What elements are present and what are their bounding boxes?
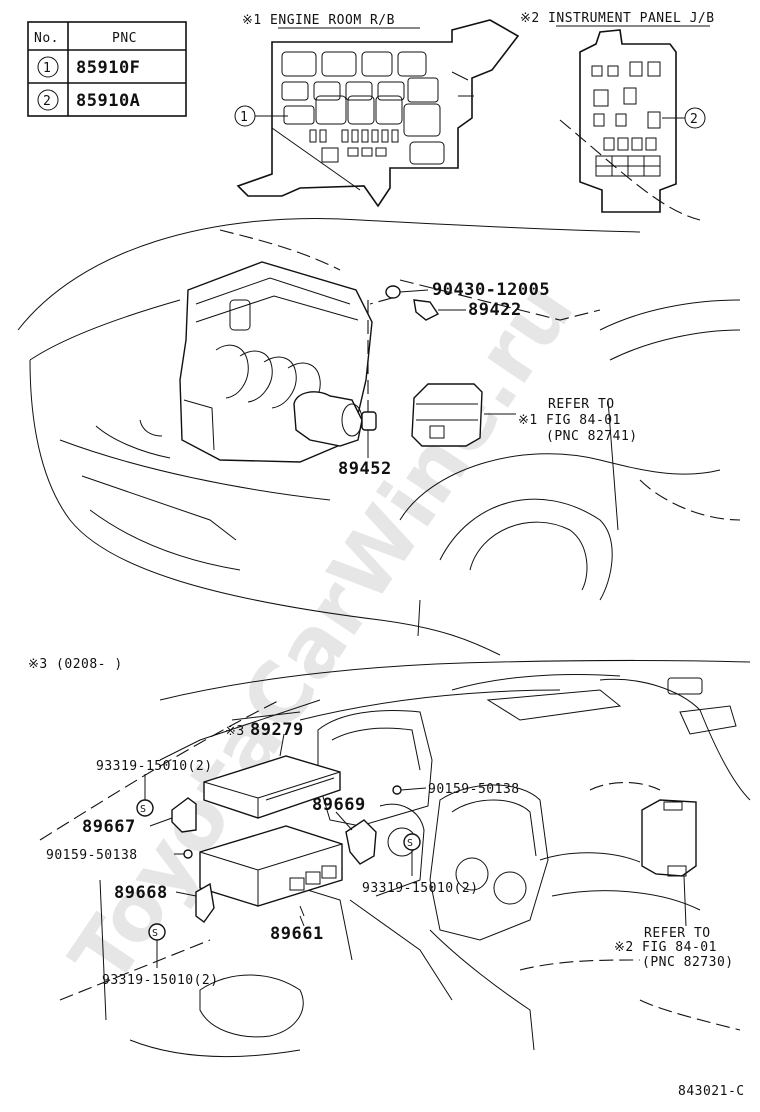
part-90159-50138-right: 90159-50138 xyxy=(428,782,520,797)
table-row-1-no: 1 xyxy=(43,61,51,76)
pnc-table: No. PNC 1 85910F 2 85910A xyxy=(27,21,187,117)
engine-room-relay-block-inset: ※1 ENGINE ROOM R/B 1 xyxy=(234,13,520,208)
part-89669: 89669 xyxy=(312,795,366,815)
part-90430-12005: 90430-12005 xyxy=(432,280,550,300)
refer-fig-84-01-engine: REFER TO ※1 FIG 84-01 (PNC 82741) xyxy=(518,397,638,444)
part-89279: 89279 xyxy=(250,720,304,740)
refer-mark: ※2 xyxy=(614,940,634,955)
table-row-2-no: 2 xyxy=(43,94,51,109)
table-header-pnc: PNC xyxy=(112,31,137,46)
part-89422: 89422 xyxy=(468,300,522,320)
part-93319-15010-upper: 93319-15010(2) xyxy=(96,759,213,774)
part-89668: 89668 xyxy=(114,883,168,903)
part-89452: 89452 xyxy=(338,459,392,479)
part-93319-15010-lower: 93319-15010(2) xyxy=(102,973,219,988)
screw-icon: S xyxy=(152,928,158,939)
screw-icon: S xyxy=(407,838,413,849)
instrument-panel-title: ※2 INSTRUMENT PANEL J/B xyxy=(520,11,715,26)
table-row-2-pnc: 85910A xyxy=(76,91,140,111)
date-range-note: ※3 (0208- ) xyxy=(28,657,123,672)
refer-line2: FIG 84-01 xyxy=(546,413,621,428)
engine-room-callout: 1 xyxy=(240,110,248,125)
engine-room-title: ※1 ENGINE ROOM R/B xyxy=(242,13,395,28)
instrument-panel-junction-block-inset: ※2 INSTRUMENT PANEL J/B 2 xyxy=(520,11,715,213)
refer-line3: (PNC 82741) xyxy=(546,429,638,444)
table-header-no: No. xyxy=(34,31,59,46)
dashboard-drawing: S S S xyxy=(39,660,751,1058)
refer-line2: FIG 84-01 xyxy=(642,940,717,955)
screw-icon: S xyxy=(140,804,146,815)
part-89667: 89667 xyxy=(82,817,136,837)
instrument-panel-callout: 2 xyxy=(690,112,698,127)
part-89279-mark: ※3 xyxy=(225,724,245,739)
part-89661: 89661 xyxy=(270,924,324,944)
figure-id: 843021-C xyxy=(678,1084,745,1099)
refer-line1: REFER TO xyxy=(548,397,615,412)
table-row-1-pnc: 85910F xyxy=(76,58,140,78)
refer-mark: ※1 xyxy=(518,413,538,428)
refer-line3: (PNC 82730) xyxy=(642,955,734,970)
engine-compartment-drawing xyxy=(17,119,741,656)
part-90159-50138-left: 90159-50138 xyxy=(46,848,138,863)
refer-line1: REFER TO xyxy=(644,926,711,941)
refer-fig-84-01-dash: REFER TO ※2 FIG 84-01 (PNC 82730) xyxy=(614,926,734,970)
part-93319-15010-right: 93319-15010(2) xyxy=(362,881,479,896)
